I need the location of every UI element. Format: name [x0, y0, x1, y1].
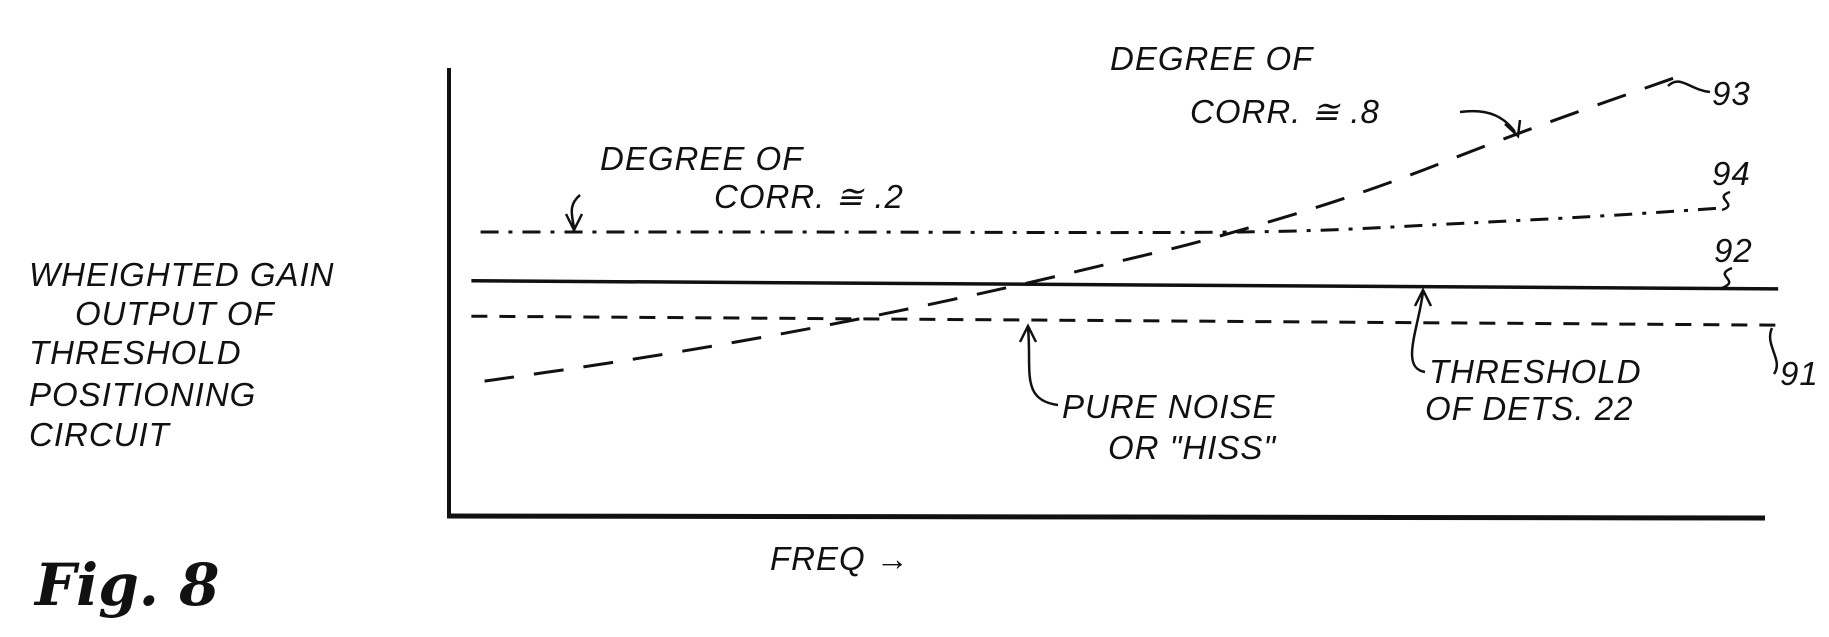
series-line-93	[484, 74, 1680, 383]
xlabel: FREQ →	[770, 540, 910, 577]
ylabel-line-4: POSITIONING	[29, 376, 256, 413]
figure-label: Fig. 8	[33, 551, 220, 619]
ylabel-line-2: OUTPUT OF	[75, 295, 275, 332]
corr-low-arrow	[564, 194, 584, 233]
corr-high-arrow	[1459, 109, 1522, 139]
ref-91-leader	[1768, 327, 1779, 375]
pure-noise-arrow	[1018, 323, 1059, 407]
ref-92: 92	[1714, 232, 1753, 269]
ylabel-line-5: CIRCUIT	[29, 416, 172, 453]
annotation-pure-noise-1: PURE NOISE	[1062, 388, 1276, 425]
series-line-94	[480, 206, 1726, 235]
ref-93-leader	[1667, 80, 1711, 94]
series-line-91	[471, 314, 1779, 327]
ref-91: 91	[1780, 355, 1819, 392]
annotation-corr-low-2: CORR. ≅ .2	[714, 178, 904, 215]
ref-92-leader	[1721, 266, 1733, 290]
annotation-pure-noise-2: OR "HISS"	[1108, 429, 1276, 466]
ref-94: 94	[1712, 155, 1751, 192]
ylabel-line-1: WHEIGHTED GAIN	[29, 256, 335, 293]
ref-93: 93	[1712, 75, 1751, 112]
series-line-92	[471, 279, 1779, 291]
x-axis	[446, 513, 1766, 521]
ylabel-line-3: THRESHOLD	[29, 334, 242, 371]
ref-94-leader	[1721, 190, 1731, 212]
annotation-threshold-2: OF DETS. 22	[1425, 390, 1633, 427]
series-layer	[471, 74, 1779, 383]
annotation-threshold-1: THRESHOLD	[1429, 353, 1642, 390]
threshold-arrow	[1410, 287, 1433, 374]
annotation-corr-low-1: DEGREE OF	[600, 140, 804, 177]
annotation-corr-high-1: DEGREE OF	[1110, 40, 1314, 77]
annotation-corr-high-2: CORR. ≅ .8	[1190, 93, 1380, 130]
